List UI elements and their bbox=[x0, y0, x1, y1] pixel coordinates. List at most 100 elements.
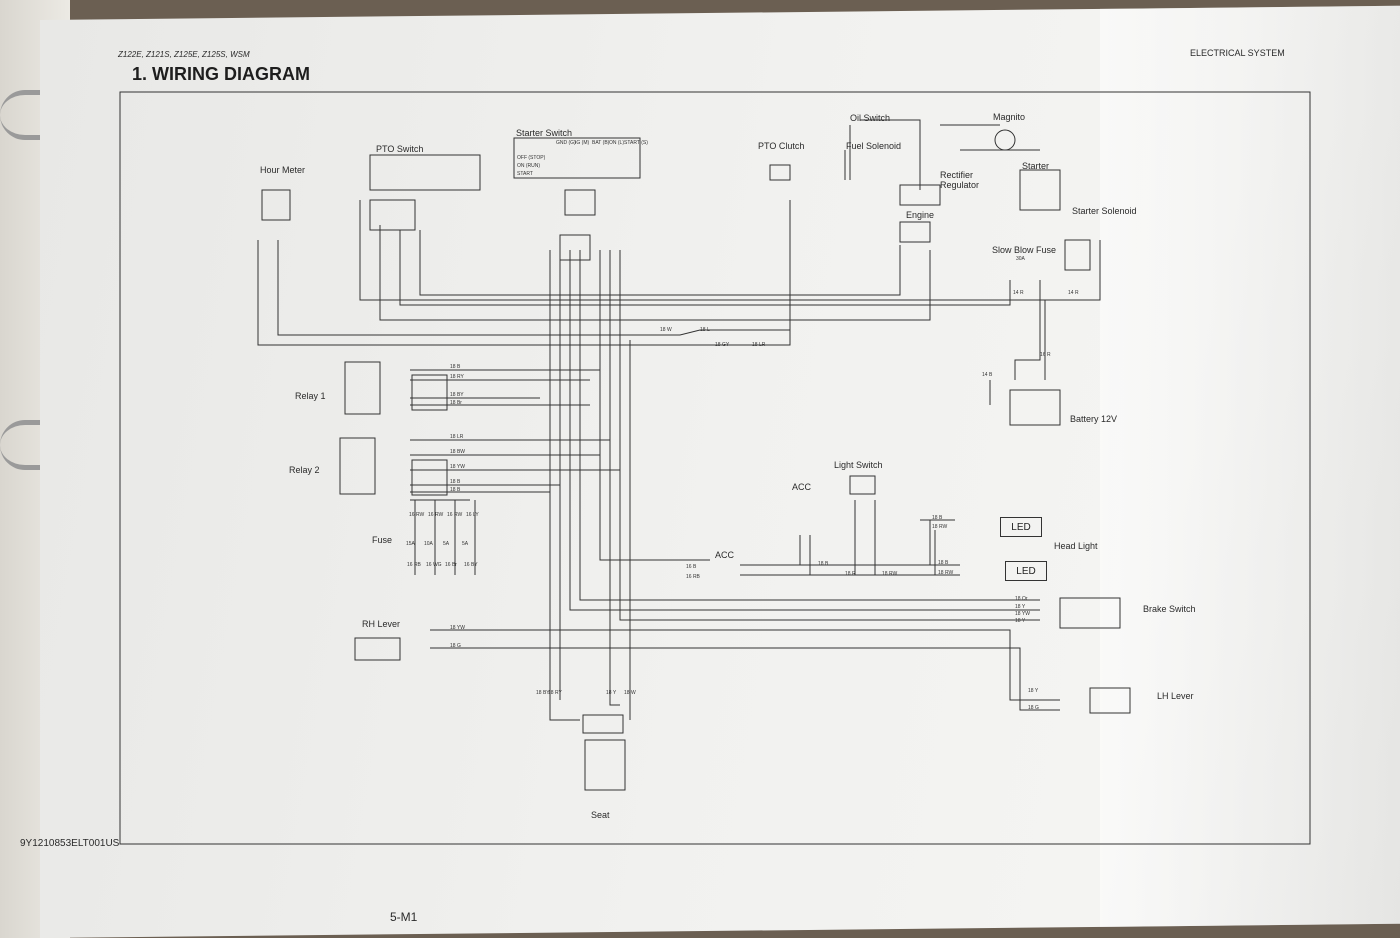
wire-label: 16 WG bbox=[426, 562, 442, 568]
wire-label: 18 B bbox=[450, 364, 461, 370]
wire-label: 18 W bbox=[660, 327, 672, 333]
wire-label: 14 B bbox=[982, 372, 993, 378]
wire-label: 16 RW bbox=[409, 512, 425, 518]
col-gnd: GND (G) bbox=[556, 140, 576, 146]
page-title: 1. WIRING DIAGRAM bbox=[132, 64, 310, 84]
document-code: 9Y1210853ELT001US bbox=[20, 838, 120, 849]
section-name: ELECTRICAL SYSTEM bbox=[1190, 48, 1285, 58]
col-ig: IG (M) bbox=[575, 140, 590, 146]
seat-switch-body bbox=[584, 739, 626, 791]
wire-label: 18 B bbox=[818, 561, 829, 567]
wire-label: 18 B bbox=[932, 515, 943, 521]
acc-label-2: ACC bbox=[715, 550, 735, 560]
col-bat: BAT (B) bbox=[592, 140, 610, 146]
led-2: LED bbox=[1005, 561, 1047, 581]
hour-meter-body bbox=[261, 189, 291, 221]
wire-label: 18 RW bbox=[938, 570, 954, 576]
rectifier-label: Rectifier bbox=[940, 170, 974, 180]
engine-label: Engine bbox=[906, 210, 935, 220]
brake-switch-body bbox=[1059, 597, 1121, 629]
relay-2-body bbox=[339, 437, 376, 495]
head-light-label: Head Light bbox=[1054, 541, 1098, 551]
col-on: ON (L) bbox=[609, 140, 624, 146]
lh-lever-body bbox=[1089, 687, 1131, 714]
wire-label: 18 RW bbox=[882, 571, 898, 577]
wire-label: 16 LY bbox=[466, 512, 479, 518]
col-start: START (S) bbox=[624, 140, 648, 146]
fuse-rating: 5A bbox=[462, 541, 469, 547]
wire-label: 18 B bbox=[450, 479, 461, 485]
acc-label-1: ACC bbox=[792, 482, 812, 492]
light-switch-body bbox=[849, 475, 876, 495]
relay-2-label: Relay 2 bbox=[289, 465, 320, 475]
wire-label: 18 G bbox=[450, 643, 461, 649]
wire-label: 16 Br bbox=[445, 562, 457, 568]
engine-connector bbox=[899, 221, 931, 243]
fuse-rating: 10A bbox=[424, 541, 433, 547]
row-off: OFF (STOP) bbox=[517, 155, 546, 161]
wire-label: 16 RW bbox=[447, 512, 463, 518]
lh-lever-label: LH Lever bbox=[1157, 691, 1194, 701]
wire-label: 18 GY bbox=[715, 342, 730, 348]
model-list: Z122E, Z121S, Z125E, Z125S, WSM bbox=[118, 50, 250, 59]
starter-switch-label: Starter Switch bbox=[516, 128, 573, 138]
wire-label: 18 Y bbox=[1028, 688, 1039, 694]
starter-switch-table bbox=[513, 137, 641, 179]
wire-label: 18 RY bbox=[450, 374, 464, 380]
pto-clutch-label: PTO Clutch bbox=[758, 141, 805, 151]
starter-solenoid-body bbox=[1064, 239, 1091, 271]
wire-label: 18 LR bbox=[752, 342, 766, 348]
wire-label: 18 LR bbox=[450, 434, 464, 440]
wire-label: 16 B bbox=[686, 564, 697, 570]
led-1: LED bbox=[1000, 517, 1042, 537]
fuse-label: Fuse bbox=[372, 535, 393, 545]
wire-label: 18 YW bbox=[450, 625, 465, 631]
rh-lever-body bbox=[354, 637, 401, 661]
wire-label: 18 B bbox=[450, 487, 461, 493]
light-switch-label: Light Switch bbox=[834, 460, 883, 470]
wire-label: 16 RB bbox=[407, 562, 421, 568]
wire-label: 18 YW bbox=[450, 464, 465, 470]
wire-label: 18 Or bbox=[1015, 596, 1028, 602]
wire-label: 18 Y bbox=[606, 690, 617, 696]
fuel-solenoid-label: Fuel Solenoid bbox=[846, 141, 902, 151]
slow-blow-fuse-label: Slow Blow Fuse bbox=[992, 245, 1057, 255]
hour-meter-label: Hour Meter bbox=[260, 165, 306, 175]
fuse-rating: 15A bbox=[406, 541, 415, 547]
wire-label: 18 W bbox=[624, 690, 636, 696]
magnito-label: Magnito bbox=[993, 112, 1026, 122]
wire-label: 18 Br bbox=[450, 400, 462, 406]
wire-label: 16 RW bbox=[428, 512, 444, 518]
wire-label: 18 RW bbox=[932, 524, 948, 530]
starter-solenoid-label: Starter Solenoid bbox=[1072, 206, 1137, 216]
seat-label: Seat bbox=[591, 810, 610, 820]
regulator-label: Regulator bbox=[940, 180, 980, 190]
magnito-body bbox=[994, 129, 1016, 151]
slow-blow-rating: 30A bbox=[1016, 256, 1025, 262]
wire-label: 18 Y bbox=[1015, 618, 1026, 624]
wire-label: 16 RB bbox=[686, 574, 700, 580]
starter-label: Starter bbox=[1022, 161, 1050, 171]
row-start: START bbox=[517, 171, 533, 177]
wire-label: 14 R bbox=[1068, 290, 1079, 296]
wire-label: 18 L bbox=[700, 327, 710, 333]
pto-clutch-body bbox=[769, 164, 791, 181]
oil-switch-label: Oil Switch bbox=[850, 113, 891, 123]
diagram-frame bbox=[119, 91, 1311, 845]
wire-label: 18 BW bbox=[450, 449, 466, 455]
battery-body bbox=[1009, 389, 1061, 426]
relay-1-label: Relay 1 bbox=[295, 391, 326, 401]
relay-1-body bbox=[344, 361, 381, 415]
wire-label: 18 RY bbox=[548, 690, 562, 696]
wire-label: 16 R bbox=[1040, 352, 1051, 358]
wire-label: 18 G bbox=[1028, 705, 1039, 711]
rh-lever-label: RH Lever bbox=[362, 619, 401, 629]
wire-label: 18 BY bbox=[450, 392, 464, 398]
wire-label: 18 BY bbox=[536, 690, 550, 696]
fuse-rating: 5A bbox=[443, 541, 450, 547]
wire-label: 18 R bbox=[845, 571, 856, 577]
starter-body bbox=[1019, 169, 1061, 211]
pto-switch-label: PTO Switch bbox=[376, 144, 424, 154]
wire-label: 16 BY bbox=[464, 562, 478, 568]
